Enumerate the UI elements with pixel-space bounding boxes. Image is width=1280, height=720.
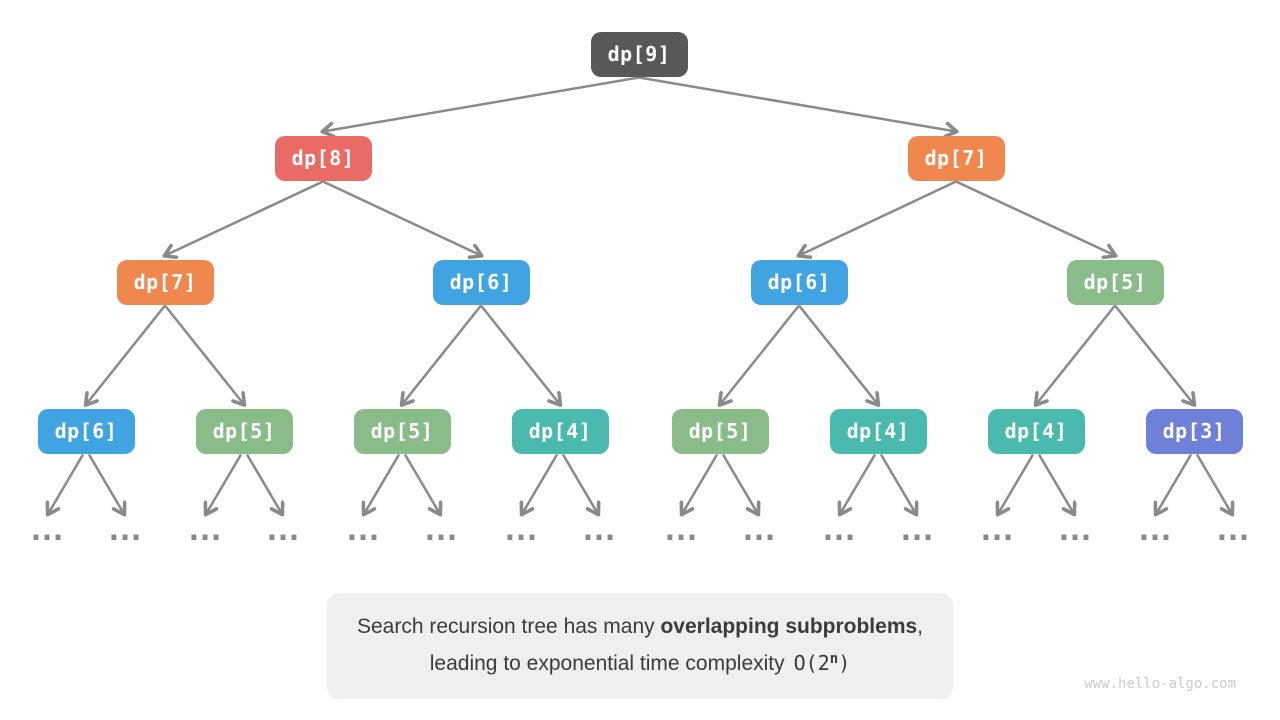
tree-edge xyxy=(721,453,758,515)
ellipsis-label: ... xyxy=(738,513,779,548)
tree-node-dp-4: dp[4] xyxy=(511,408,609,454)
ellipsis-label: ... xyxy=(896,513,937,548)
ellipsis-label: ... xyxy=(1134,513,1175,548)
caption-line-1: Search recursion tree has many overlappi… xyxy=(356,615,924,638)
tree-edge xyxy=(480,304,560,405)
tree-node-dp-5: dp[5] xyxy=(1066,259,1164,305)
tree-edge xyxy=(402,304,482,405)
ellipsis-label: ... xyxy=(818,513,859,548)
tree-edge xyxy=(206,453,243,515)
tree-node-dp-3: dp[3] xyxy=(1145,408,1243,454)
tree-edge xyxy=(638,76,956,132)
tree-node-dp-5: dp[5] xyxy=(671,408,769,454)
ellipsis-label: ... xyxy=(26,513,67,548)
tree-edge xyxy=(364,453,401,515)
ellipsis-label: ... xyxy=(976,513,1017,548)
tree-node-dp-6: dp[6] xyxy=(750,259,848,305)
tree-edge xyxy=(1195,453,1232,515)
tree-edge xyxy=(561,453,598,515)
tree-edge xyxy=(403,453,440,515)
tree-node-dp-7: dp[7] xyxy=(116,259,214,305)
ellipsis-label: ... xyxy=(500,513,541,548)
tree-edge xyxy=(48,453,85,515)
ellipsis-label: ... xyxy=(104,513,145,548)
tree-edge xyxy=(799,180,957,256)
tree-node-dp-8: dp[8] xyxy=(274,135,372,181)
tree-edge xyxy=(87,453,124,515)
tree-edge xyxy=(245,453,282,515)
tree-edge xyxy=(998,453,1035,515)
tree-edge xyxy=(322,180,481,256)
tree-edge xyxy=(879,453,916,515)
tree-node-dp-4: dp[4] xyxy=(829,408,927,454)
ellipsis-label: ... xyxy=(1212,513,1253,548)
tree-node-dp-4: dp[4] xyxy=(987,408,1085,454)
tree-edge xyxy=(164,304,244,405)
complexity-formula: O(2n) xyxy=(793,651,851,675)
complexity-exponent: n xyxy=(829,651,839,667)
tree-edge xyxy=(720,304,800,405)
tree-edge xyxy=(522,453,559,515)
ellipsis-label: ... xyxy=(342,513,383,548)
caption-box: Search recursion tree has many overlappi… xyxy=(326,593,954,699)
tree-edge xyxy=(86,304,166,405)
tree-edge xyxy=(840,453,877,515)
tree-node-dp-6: dp[6] xyxy=(432,259,530,305)
ellipsis-label: ... xyxy=(578,513,619,548)
tree-node-dp-9: dp[9] xyxy=(590,31,688,77)
tree-edge xyxy=(955,180,1115,256)
tree-node-dp-5: dp[5] xyxy=(353,408,451,454)
watermark: www.hello-algo.com xyxy=(1084,676,1236,692)
ellipsis-label: ... xyxy=(1054,513,1095,548)
ellipsis-label: ... xyxy=(184,513,225,548)
tree-edge xyxy=(682,453,719,515)
tree-edge xyxy=(1114,304,1194,405)
tree-edge xyxy=(323,76,640,132)
ellipsis-label: ... xyxy=(660,513,701,548)
caption-bold-phrase: overlapping subproblems xyxy=(660,615,918,638)
tree-node-dp-5: dp[5] xyxy=(195,408,293,454)
tree-node-dp-7: dp[7] xyxy=(907,135,1005,181)
tree-edge xyxy=(798,304,878,405)
ellipsis-label: ... xyxy=(420,513,461,548)
tree-edge xyxy=(1036,304,1116,405)
tree-edge xyxy=(1037,453,1074,515)
tree-edge xyxy=(165,180,324,256)
ellipsis-label: ... xyxy=(262,513,303,548)
tree-edge xyxy=(1156,453,1193,515)
tree-node-dp-6: dp[6] xyxy=(37,408,135,454)
